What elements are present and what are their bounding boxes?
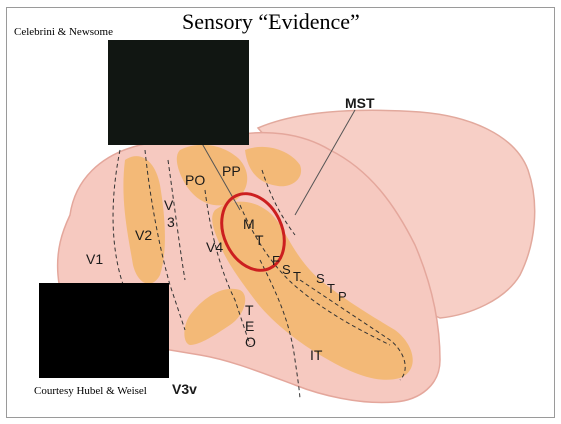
label-mt-t: T (255, 232, 264, 248)
label-v1: V1 (86, 251, 103, 267)
label-fst-f: F (272, 253, 280, 268)
label-stp-p: P (338, 289, 347, 304)
label-teo-t: T (245, 302, 254, 318)
slide-title: Sensory “Evidence” (182, 9, 360, 35)
credit-top: Celebrini & Newsome (14, 26, 113, 38)
label-stp-s: S (316, 271, 325, 286)
label-v2: V2 (135, 227, 152, 243)
label-fst-t: T (293, 269, 301, 284)
label-mst: MST (345, 95, 375, 111)
label-fst-s: S (282, 262, 291, 277)
label-v3v: V3v (172, 381, 197, 397)
label-mt-m: M (243, 216, 255, 232)
label-v3-3: 3 (167, 214, 175, 230)
label-v4: V4 (206, 239, 223, 255)
recording-video-top (108, 40, 249, 145)
recording-video-bottom (39, 283, 169, 378)
label-pp: PP (222, 163, 241, 179)
label-po: PO (185, 172, 205, 188)
label-stp-t: T (327, 281, 335, 296)
label-v3-v: V (164, 197, 174, 213)
credit-bottom: Courtesy Hubel & Weisel (34, 385, 147, 397)
label-teo-o: O (245, 334, 256, 350)
label-teo-e: E (245, 318, 254, 334)
label-it: IT (310, 347, 323, 363)
